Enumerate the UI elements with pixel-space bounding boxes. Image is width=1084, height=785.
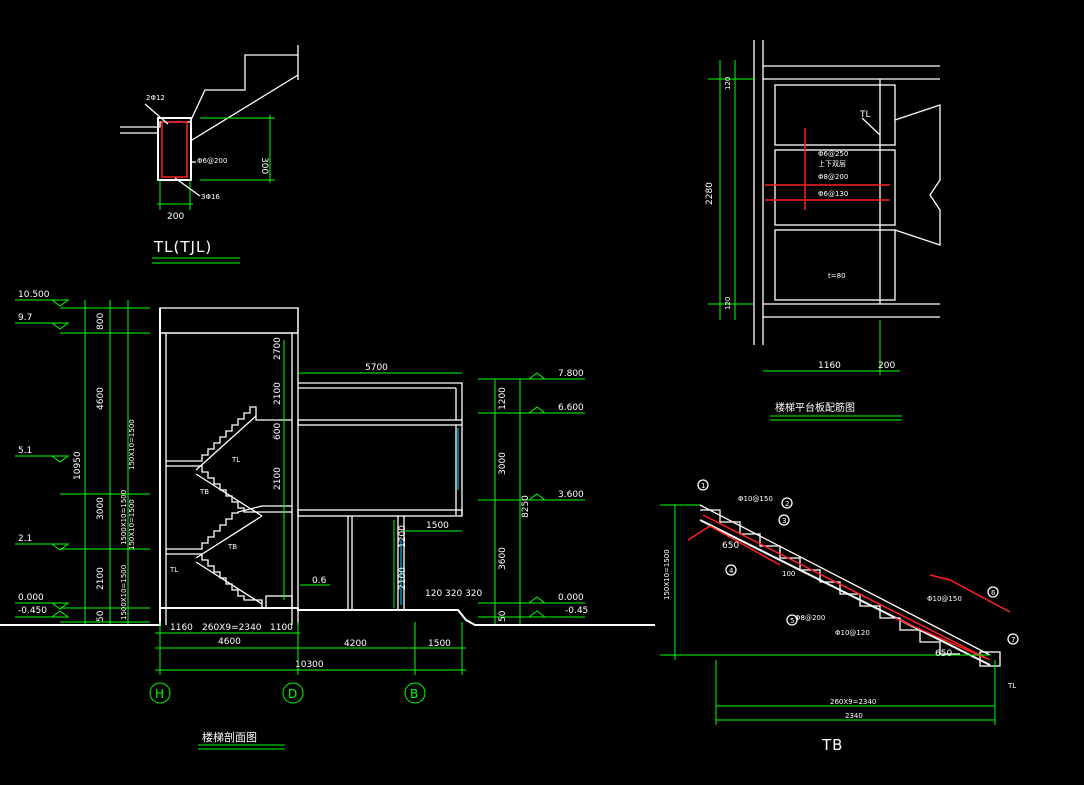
tb-total: 2340: [845, 712, 863, 720]
plat-rebar-2: 上下双层: [818, 159, 846, 168]
r-dim-3600: 3600: [498, 547, 508, 570]
tb-rebar-top: Φ10@150: [738, 495, 773, 503]
dim-4600: 4600: [96, 387, 106, 410]
axis-h: H: [155, 687, 164, 701]
stair-section: 10.500 9.7 5.1 2.1 0.000 -0.450 800 4600…: [0, 290, 655, 750]
tb-rebar-end: Φ10@150: [927, 595, 962, 603]
tl-width-dim: 200: [167, 212, 184, 222]
marker-1: 1: [701, 482, 705, 490]
tb-dim-100: 100: [782, 570, 795, 578]
r-elev-3600: 3.600: [558, 490, 584, 500]
bot-1100: 1100: [270, 623, 293, 633]
plat-dim-120-bot: 120: [724, 297, 732, 310]
axis-d: D: [288, 687, 297, 701]
tb-detail: 150X10=1500 260X9=2340 2340 Φ10@150 Φ8@2…: [660, 479, 1019, 754]
tl-detail-title: TL(TJL): [153, 238, 212, 256]
dim-3000: 3000: [96, 497, 106, 520]
tb-rebar-low: Φ10@120: [835, 629, 870, 637]
left-elevations: 10.500 9.7 5.1 2.1 0.000 -0.450: [15, 290, 70, 618]
stair-text-b: 1500X10=1500: [120, 490, 128, 545]
inner-dim-2700: 2700: [273, 337, 283, 360]
tl-height-dim: 300: [259, 157, 269, 174]
platform-title: 楼梯平台板配筋图: [775, 401, 855, 414]
stair-text-c: 150X10=1500: [128, 419, 136, 470]
platform-plan: 120 2280 120 TL Φ6@250 上下双层 Φ8@200 Φ6@13…: [705, 40, 941, 421]
tl-stirrup-label: Φ6@200: [197, 157, 227, 165]
r-elev-m045: -0.45: [565, 606, 588, 616]
bot-10300: 10300: [295, 660, 324, 670]
plat-thickness: t=80: [828, 272, 846, 280]
elev-0: 0.000: [18, 593, 44, 603]
tl-detail: 2Φ12 Φ6@200 3Φ16 200 300 TL(TJL): [120, 45, 299, 264]
elev-51: 5.1: [18, 446, 32, 456]
marker-3: 3: [782, 517, 786, 525]
tb-markers: 1 2 3 4 5 6 7: [697, 479, 1019, 645]
tb-rebar-mid: Φ8@200: [795, 614, 825, 622]
dim-5700: 5700: [365, 363, 388, 373]
bot-260x9: 260X9=2340: [202, 623, 262, 633]
stair-text-a: 1500X10=1500: [120, 565, 128, 620]
dim-06: 0.6: [312, 576, 327, 586]
plat-bot-200: 200: [878, 361, 895, 371]
inner-dim-2100-a: 2100: [273, 382, 283, 405]
tb-len-650-b: 650: [935, 649, 952, 659]
tb-tl-label: TL: [1007, 682, 1016, 690]
bot-4600: 4600: [218, 637, 241, 647]
plat-dim-2280: 2280: [705, 182, 715, 205]
section-label-tb-1: TB: [199, 488, 209, 496]
tl-top-bar-label: 2Φ12: [146, 94, 165, 102]
tb-height-text: 150X10=1500: [663, 549, 671, 600]
tl-bottom-bar-label: 3Φ16: [201, 193, 220, 201]
plat-bot-1160: 1160: [818, 361, 841, 371]
marker-2: 2: [785, 500, 789, 508]
marker-4: 4: [729, 567, 734, 575]
stair-text-d: 150X10=1500: [128, 499, 136, 550]
elev-21: 2.1: [18, 534, 32, 544]
plat-dim-120-top: 120: [724, 77, 732, 90]
tb-detail-title: TB: [821, 736, 843, 754]
plat-tl-label: TL: [859, 110, 871, 120]
elev-10500: 10.500: [18, 290, 50, 300]
r-elev-6600: 6.600: [558, 403, 584, 413]
tb-len-650-a: 650: [722, 541, 739, 551]
section-label-tl-1: TL: [231, 456, 240, 464]
section-title: 楼梯剖面图: [202, 730, 257, 744]
plat-rebar-4: Φ6@130: [818, 190, 848, 198]
r-elev-7800: 7.800: [558, 369, 584, 379]
dim-50: 50: [96, 610, 106, 622]
dim-1500-upper: 1500: [426, 521, 449, 531]
dim-total-left: 10950: [73, 451, 83, 480]
elev-m045: -0.450: [18, 606, 47, 616]
marker-5: 5: [790, 617, 794, 625]
axis-b: B: [410, 687, 418, 701]
plat-rebar-3: Φ8@200: [818, 173, 848, 181]
r-dim-50: 50: [498, 610, 508, 622]
r-elev-0: 0.000: [558, 593, 584, 603]
marker-6: 6: [991, 589, 996, 597]
dim-1200: 1200: [398, 525, 408, 548]
dim-800: 800: [96, 313, 106, 330]
dim-2100: 2100: [96, 567, 106, 590]
inner-dim-600: 600: [273, 423, 283, 440]
elev-97: 9.7: [18, 313, 32, 323]
tb-bottom-dim: 260X9=2340: [830, 698, 876, 706]
dim-2100: 2100: [398, 567, 408, 590]
plat-rebar-1: Φ6@250: [818, 150, 848, 158]
r-dim-1200: 1200: [498, 387, 508, 410]
section-label-tb-2: TB: [227, 543, 237, 551]
r-dim-3000: 3000: [498, 452, 508, 475]
bot-4200: 4200: [344, 639, 367, 649]
section-label-tl-2: TL: [169, 566, 178, 574]
dim-120-320: 120 320 320: [425, 589, 483, 599]
inner-dim-2100-b: 2100: [273, 467, 283, 490]
r-dim-total: 8250: [521, 495, 531, 518]
bot-1500: 1500: [428, 639, 451, 649]
bot-1160: 1160: [170, 623, 193, 633]
marker-7: 7: [1011, 636, 1015, 644]
